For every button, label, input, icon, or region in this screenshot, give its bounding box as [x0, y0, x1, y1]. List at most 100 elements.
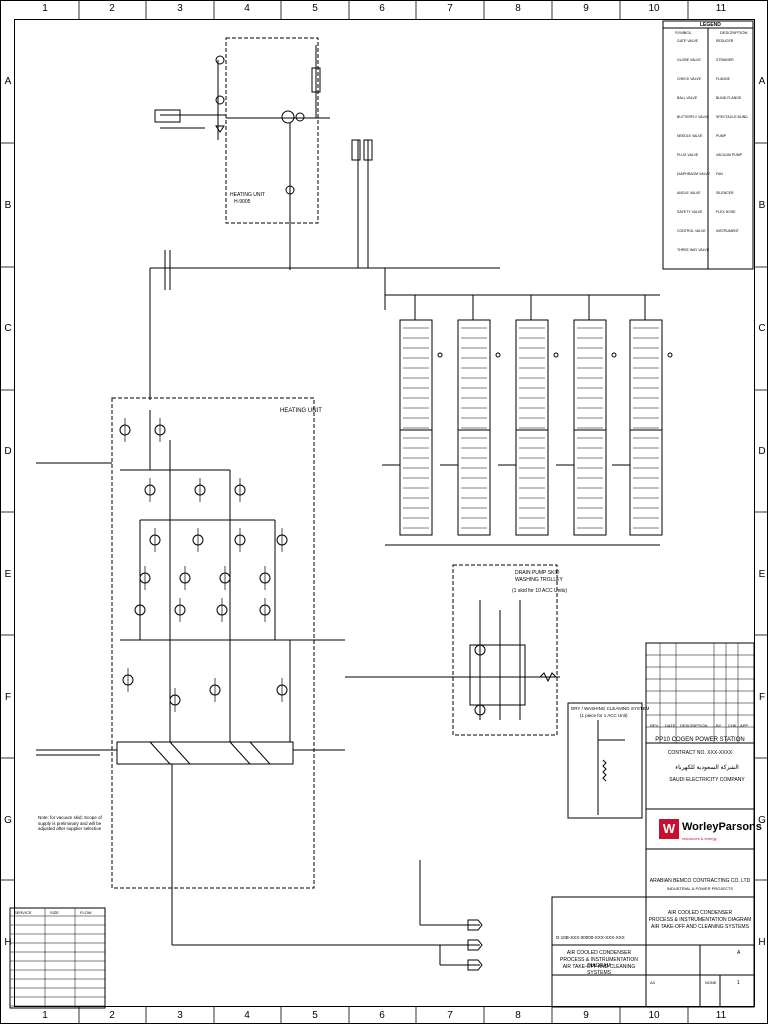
legend-item: THREE WAY VALVE: [677, 248, 710, 252]
legend-item: FLEX HOSE: [716, 210, 736, 214]
legend-item: CONTROL VALVE: [677, 229, 706, 233]
grid-col-8: 8: [515, 3, 521, 14]
grid-col-11: 11: [715, 3, 727, 14]
legend-item: PUMP: [716, 134, 727, 138]
legend-item: SAFETY VALVE: [677, 210, 703, 214]
pump-symbol: [209, 678, 221, 702]
pump-symbol: [276, 528, 288, 552]
pump-symbol: [169, 688, 181, 712]
pump-symbol: [144, 478, 156, 502]
client-arabic-name: الشركة السعودية للكهرباء: [675, 765, 739, 771]
pump-symbol: [119, 418, 131, 442]
legend-item: DIAPHRAGM VALVE: [677, 172, 710, 176]
grid-col-9-bottom: 9: [583, 1010, 589, 1021]
grid-row-b-right: B: [758, 200, 766, 211]
drawing-title-repeat-2: PROCESS & INSTRUMENTATION DIAGRAM: [560, 957, 638, 969]
grid-col-4: 4: [244, 3, 250, 14]
pump-symbol: [194, 478, 206, 502]
client-english-name: SAUDI ELECTRICITY COMPANY: [669, 777, 745, 783]
pump-symbol: [259, 566, 271, 590]
acc-module: [440, 295, 501, 536]
grid-col-10: 10: [648, 3, 660, 14]
acc-module: [612, 295, 673, 536]
legend-item: REDUCER: [716, 39, 734, 43]
bl-table-size-header: SIZE: [50, 910, 59, 915]
pump-symbol: [179, 566, 191, 590]
grid-col-6: 6: [379, 3, 385, 14]
acc-module: [498, 295, 559, 536]
grid-col-2: 2: [109, 3, 115, 14]
grid-col-9: 9: [583, 3, 589, 14]
heating-unit-top-tag: H-9005: [234, 199, 251, 205]
grid-col-1: 1: [42, 3, 48, 14]
bl-table-service-header: SERVICE: [14, 910, 32, 915]
rev-header-app: APP: [740, 723, 749, 728]
drawing-rev: A: [737, 950, 741, 956]
worleyparsons-logo: W WorleyParsons resources & energy: [655, 815, 762, 845]
worleyparsons-name: WorleyParsons: [682, 821, 762, 833]
drawing-title-line-3: AIR TAKE-OFF AND CLEANING SYSTEMS: [651, 924, 749, 930]
drawing-title-repeat-3: AIR TAKE-OFF AND CLEANING SYSTEMS: [562, 964, 636, 976]
pump-symbol: [154, 418, 166, 442]
legend-item: FLANGE: [716, 77, 731, 81]
grid-col-7: 7: [447, 3, 453, 14]
acc-modules: [382, 295, 673, 536]
rev-header-date: DATE: [665, 723, 676, 728]
drain-pump-skid-title: DRAIN PUMP SKID: [515, 570, 560, 576]
legend-item: NEEDLE VALVE: [677, 134, 703, 138]
pump-symbol: [234, 478, 246, 502]
grid-row-f-right: F: [758, 692, 766, 703]
grid-row-b: B: [4, 200, 12, 211]
legend-item: PLUG VALVE: [677, 153, 699, 157]
bl-table-flow-header: FLOW: [80, 910, 92, 915]
grid-col-8-bottom: 8: [515, 1010, 521, 1021]
legend-symbol-header: SYMBOL: [675, 30, 692, 35]
drawing-title-repeat-1: AIR COOLED CONDENSER: [566, 950, 632, 956]
legend-item: GLOBE VALVE: [677, 58, 701, 62]
contractor-subtitle: INDUSTRIAL & POWER PROJECTS: [666, 886, 734, 891]
grid-col-2-bottom: 2: [109, 1010, 115, 1021]
grid-row-h-right: H: [758, 937, 766, 948]
grid-col-3-bottom: 3: [177, 1010, 183, 1021]
grid-col-5-bottom: 5: [312, 1010, 318, 1021]
pump-symbol: [259, 598, 271, 622]
contract-no: CONTRACT NO. XXX-XXXX: [667, 750, 733, 756]
grid-col-3: 3: [177, 3, 183, 14]
drawing-title-line-2: PROCESS & INSTRUMENTATION DIAGRAM: [648, 917, 752, 923]
legend-item: BUTTERFLY VALVE: [677, 115, 709, 119]
grid-col-10-bottom: 10: [648, 1010, 660, 1021]
pump-symbol: [122, 668, 134, 692]
pump-symbol: [234, 528, 246, 552]
worleyparsons-tagline: resources & energy: [682, 836, 717, 841]
dry-cleaning-title: DRY / WASHING CLEANING SYSTEM: [571, 706, 650, 711]
rev-header-by: BY: [716, 723, 722, 728]
heating-unit-pumps: [119, 418, 288, 712]
drawing-sheet: 1: [737, 980, 740, 986]
grid-col-11-bottom: 11: [715, 1010, 727, 1021]
grid-row-h: H: [4, 937, 12, 948]
grid-col-6-bottom: 6: [379, 1010, 385, 1021]
acc-module: [556, 295, 617, 536]
contractor-name: ARABIAN BEMCO CONTRACTING CO. LTD: [649, 878, 751, 884]
worleyparsons-mark-icon: W: [659, 819, 679, 839]
scope-note: Note: for vacuum skid; Scope of supply i…: [38, 815, 110, 849]
pump-symbol: [216, 598, 228, 622]
grid-col-5: 5: [312, 3, 318, 14]
grid-row-d: D: [4, 446, 12, 457]
grid-row-e: E: [4, 569, 12, 580]
legend-item: GATE VALVE: [677, 39, 699, 43]
drain-pump-skid-note: (1 skid for 10 ACC Units): [512, 588, 568, 594]
grid-col-7-bottom: 7: [447, 1010, 453, 1021]
grid-col-4-bottom: 4: [244, 1010, 250, 1021]
pump-symbol: [219, 566, 231, 590]
dry-cleaning-subtitle: (1 piece for 1 ACC Unit): [580, 713, 628, 718]
rev-header-chk: CHK: [728, 723, 737, 728]
grid-row-c: C: [4, 323, 12, 334]
legend-item: BLIND FLANGE: [716, 96, 742, 100]
grid-col-1-bottom: 1: [42, 1010, 48, 1021]
heating-unit-top-label: HEATING UNIT: [230, 192, 265, 198]
grid-row-g: G: [4, 815, 12, 826]
drawing-size: A3: [650, 980, 655, 985]
rev-header-rev: REV: [650, 723, 659, 728]
